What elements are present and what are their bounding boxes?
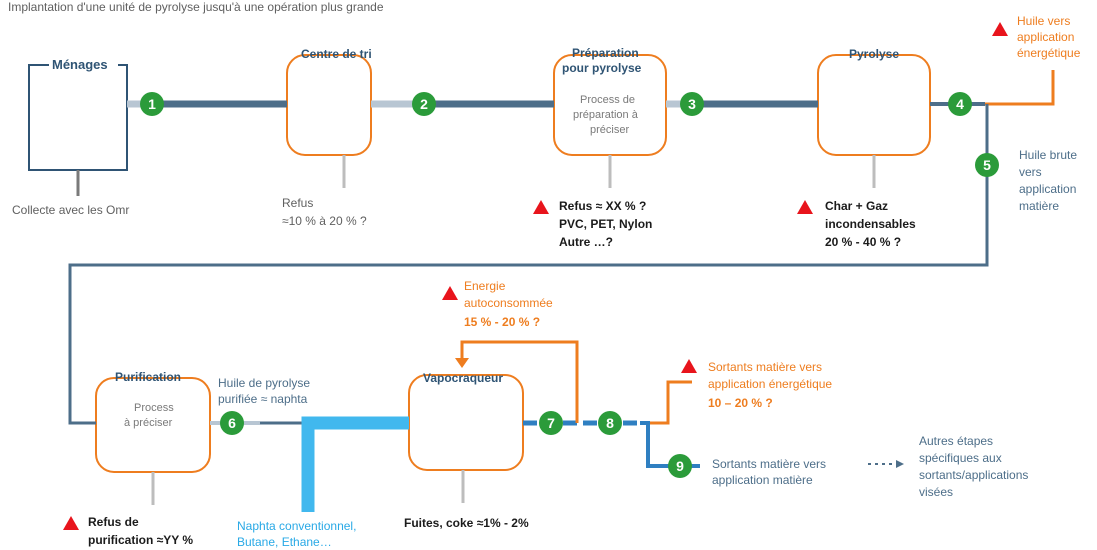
box-pyrolyse <box>817 54 931 156</box>
step-5-circle: 5 <box>975 153 999 177</box>
note-char-3: 20 % - 40 % ? <box>825 235 902 249</box>
title-vapocraqueur: Vapocraqueur <box>423 371 504 385</box>
warning-icon-refus-prep <box>533 200 549 214</box>
note-refus-tri-1: Refus <box>282 196 314 210</box>
note-refus-purif-1: Refus de <box>88 515 139 529</box>
box-vapocraqueur <box>408 374 524 471</box>
flow-huile-energie <box>985 70 1055 106</box>
process-purification-1: Process <box>134 402 174 414</box>
note-energie-3: 15 % - 20 % ? <box>464 315 541 329</box>
note-energie-2: autoconsommée <box>464 296 553 310</box>
note-huile-brute-3: application <box>1019 182 1077 196</box>
process-purification-2: à préciser <box>124 417 173 429</box>
step-1-circle: 1 <box>140 92 164 116</box>
title-purification: Purification <box>115 370 182 384</box>
title-preparation-2: pour pyrolyse <box>562 61 642 75</box>
step-2-circle: 2 <box>412 92 436 116</box>
note-huile-brute-1: Huile brute <box>1019 148 1078 162</box>
note-sortants-energie-1: Sortants matière vers <box>708 360 823 374</box>
warning-icon-huile-vers <box>992 22 1008 36</box>
note-autres-1: Autres étapes <box>919 434 994 448</box>
note-naphta-1: Naphta conventionnel, <box>237 519 357 533</box>
step-9-circle: 9 <box>668 454 692 478</box>
note-char-1: Char + Gaz <box>825 199 889 213</box>
title-centre-tri: Centre de tri <box>301 47 372 61</box>
step-7-circle: 7 <box>539 411 563 435</box>
note-refus-prep-3: Autre …? <box>559 235 613 249</box>
note-sortants-energie-3: 10 – 20 % ? <box>708 396 773 410</box>
flow-energie-auto <box>460 340 579 423</box>
note-refus-prep-1: Refus ≈ XX % ? <box>559 199 647 213</box>
note-huile-brute-4: matière <box>1019 199 1060 213</box>
step-4-circle: 4 <box>948 92 972 116</box>
note-sortants-matiere-1: Sortants matière vers <box>712 457 827 471</box>
note-fuites: Fuites, coke ≈1% - 2% <box>404 516 529 530</box>
warning-icon-refus-purif <box>63 516 79 530</box>
box-menages <box>28 64 128 171</box>
process-preparation-2: préparation à <box>573 109 638 121</box>
title-pyrolyse: Pyrolyse <box>849 47 900 61</box>
note-sortants-energie-2: application énergétique <box>708 377 833 391</box>
warning-icon-char <box>797 200 813 214</box>
note-huile-brute-2: vers <box>1019 165 1042 179</box>
note-refus-tri-2: ≈10 % à 20 % ? <box>282 214 367 228</box>
step-6-circle: 6 <box>220 411 244 435</box>
process-preparation-1: Process de <box>580 94 636 106</box>
note-collecte: Collecte avec les Omr <box>12 203 130 217</box>
note-autres-3: sortants/applications <box>919 468 1029 482</box>
note-refus-purif-2: purification ≈YY % <box>88 533 194 547</box>
header-text: Implantation d'une unité de pyrolyse jus… <box>8 0 384 14</box>
note-refus-prep-2: PVC, PET, Nylon <box>559 217 653 231</box>
note-energie-1: Energie <box>464 279 506 293</box>
note-sortants-matiere-2: application matière <box>712 473 813 487</box>
flow-naphta-feed <box>301 416 409 512</box>
note-huile-vers-2: application <box>1017 30 1075 44</box>
warning-icon-energie <box>442 286 458 300</box>
note-autres-4: visées <box>919 485 954 499</box>
note-char-2: incondensables <box>825 217 916 231</box>
step-3-circle: 3 <box>680 92 704 116</box>
note-naphta-2: Butane, Ethane… <box>237 535 332 549</box>
step-8-circle: 8 <box>598 411 622 435</box>
process-preparation-3: préciser <box>590 124 630 136</box>
flow-huile-brute <box>68 104 989 425</box>
note-autres-2: spécifiques aux <box>919 451 1002 465</box>
note-huile-purifiee-1: Huile de pyrolyse <box>218 376 311 390</box>
note-huile-purifiee-2: purifiée ≈ naphta <box>218 392 308 406</box>
note-huile-vers-3: énergétique <box>1017 46 1081 60</box>
warning-icon-sortants-energie <box>681 359 697 373</box>
arrowhead-energie <box>455 358 469 368</box>
flow-sortants-energie <box>640 380 692 425</box>
note-huile-vers-1: Huile vers <box>1017 14 1071 28</box>
title-menages: Ménages <box>52 57 108 72</box>
box-centre-tri <box>286 54 372 156</box>
title-preparation-1: Préparation <box>572 46 639 60</box>
